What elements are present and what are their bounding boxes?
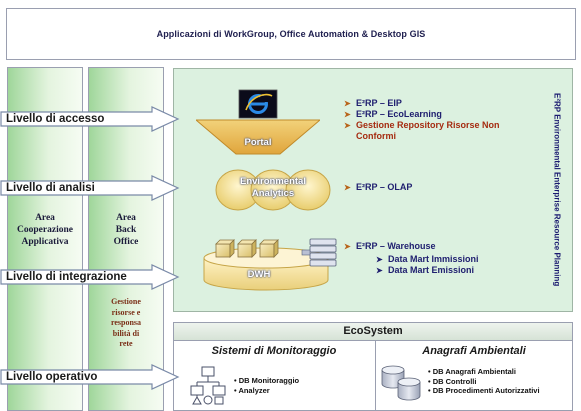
database-icon (381, 365, 421, 401)
level-label-integrazione: Livello di integrazione (6, 271, 127, 283)
area-cooperazione-label: Area Cooperazione Applicativa (17, 213, 73, 247)
integration-list: E²RP – Warehouse (344, 241, 534, 252)
e2rp-vertical-title: E²RP Environmental Enterprise Resource P… (543, 70, 571, 310)
level-arrow-accesso: Livello di accesso (0, 106, 180, 132)
level-label-analisi: Livello di analisi (6, 182, 95, 194)
level-arrow-integrazione: Livello di integrazione (0, 264, 180, 290)
access-item-ecolearning: E²RP – EcoLearning (344, 109, 540, 120)
integration-item-warehouse: E²RP – Warehouse (344, 241, 534, 252)
arrow-right-icon (0, 175, 180, 201)
integration-sub-item-emissioni: Data Mart Emissioni (376, 265, 536, 276)
monitoraggio-item-analyzer: Analyzer (234, 386, 364, 396)
arrow-right-icon (0, 364, 180, 390)
data-cubes-icon (215, 239, 279, 258)
level-arrow-operativo: Livello operativo (0, 364, 180, 390)
monitoraggio-item-db: DB Monitoraggio (234, 376, 364, 386)
level-arrow-analisi: Livello di analisi (0, 175, 180, 201)
anagrafi-item-db-anagrafi: DB Anagrafi Ambientali (428, 367, 572, 377)
monitoraggio-list: DB Monitoraggio Analyzer (234, 376, 364, 395)
analysis-list: E²RP – OLAP (344, 182, 534, 193)
server-stack-icon (301, 238, 337, 267)
arrow-right-icon (0, 106, 180, 132)
integration-sub-item-immissioni: Data Mart Immissioni (376, 254, 536, 265)
level-label-operativo: Livello operativo (6, 371, 98, 383)
applications-banner: Applicazioni di WorkGroup, Office Automa… (6, 8, 576, 60)
gestione-risorse-label: Gestione risorse e responsa bilità di re… (110, 297, 142, 348)
monitoraggio-title: Sistemi di Monitoraggio (211, 345, 337, 357)
analysis-item-olap: E²RP – OLAP (344, 182, 534, 193)
area-back-office-label: Area Back Office (113, 213, 139, 247)
access-item-gestione-repository: Gestione Repository Risorse Non Conformi (344, 120, 540, 142)
internet-explorer-icon (238, 89, 278, 119)
analytics-shape (215, 169, 331, 211)
integration-sub-list: Data Mart Immissioni Data Mart Emissioni (376, 254, 536, 276)
anagrafi-item-db-procedimenti: DB Procedimenti Autorizzativi (428, 386, 572, 396)
portal-label: Portal (244, 137, 272, 148)
applications-title: Applicazioni di WorkGroup, Office Automa… (156, 29, 426, 39)
access-list: E²RP – EIP E²RP – EcoLearning Gestione R… (344, 98, 540, 142)
anagrafi-list: DB Anagrafi Ambientali DB Controlli DB P… (428, 367, 572, 396)
org-tree-icon (190, 366, 226, 405)
anagrafi-item-db-controlli: DB Controlli (428, 377, 572, 387)
level-label-accesso: Livello di accesso (6, 113, 105, 125)
ecosystem-divider (375, 341, 376, 411)
dwh-shape (203, 238, 337, 291)
portal-shape (196, 89, 320, 155)
e2rp-vertical-title-text: E²RP Environmental Enterprise Resource P… (552, 93, 562, 287)
dwh-label: DWH (247, 269, 271, 280)
analytics-label: Environmental Analytics (240, 176, 306, 199)
anagrafi-title: Anagrafi Ambientali (422, 345, 526, 357)
ecosystem-title: EcoSystem (174, 323, 572, 341)
arrow-right-icon (0, 264, 180, 290)
access-item-eip: E²RP – EIP (344, 98, 540, 109)
